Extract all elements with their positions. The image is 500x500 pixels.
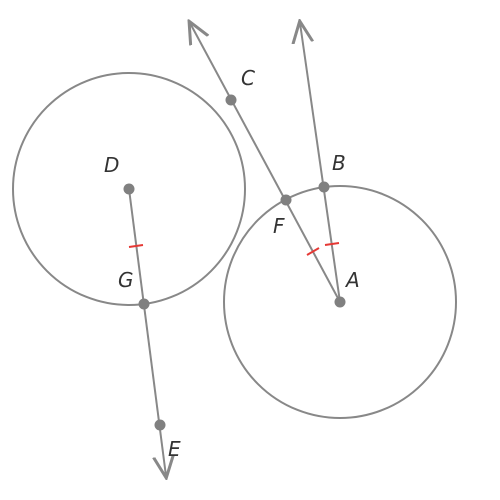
point-b: [318, 181, 330, 193]
ray-a-c: [190, 23, 341, 303]
point-d: [123, 183, 135, 195]
tick-ab: [324, 242, 340, 246]
label-a: A: [344, 268, 360, 292]
point-g: [138, 298, 150, 310]
label-c: C: [241, 66, 255, 90]
label-g: G: [118, 268, 134, 292]
label-d: D: [104, 153, 119, 177]
circle-a: [223, 185, 457, 419]
label-e: E: [168, 437, 181, 461]
tick-af: [306, 247, 320, 256]
point-c: [225, 94, 237, 106]
tick-dg: [128, 244, 144, 248]
point-a: [334, 296, 346, 308]
label-f: F: [273, 214, 285, 238]
point-f: [280, 194, 292, 206]
circle-d: [12, 72, 246, 306]
ray-a-b: [300, 23, 341, 303]
point-e: [154, 419, 166, 431]
ray-d-e: [128, 188, 166, 476]
label-b: B: [332, 151, 346, 175]
